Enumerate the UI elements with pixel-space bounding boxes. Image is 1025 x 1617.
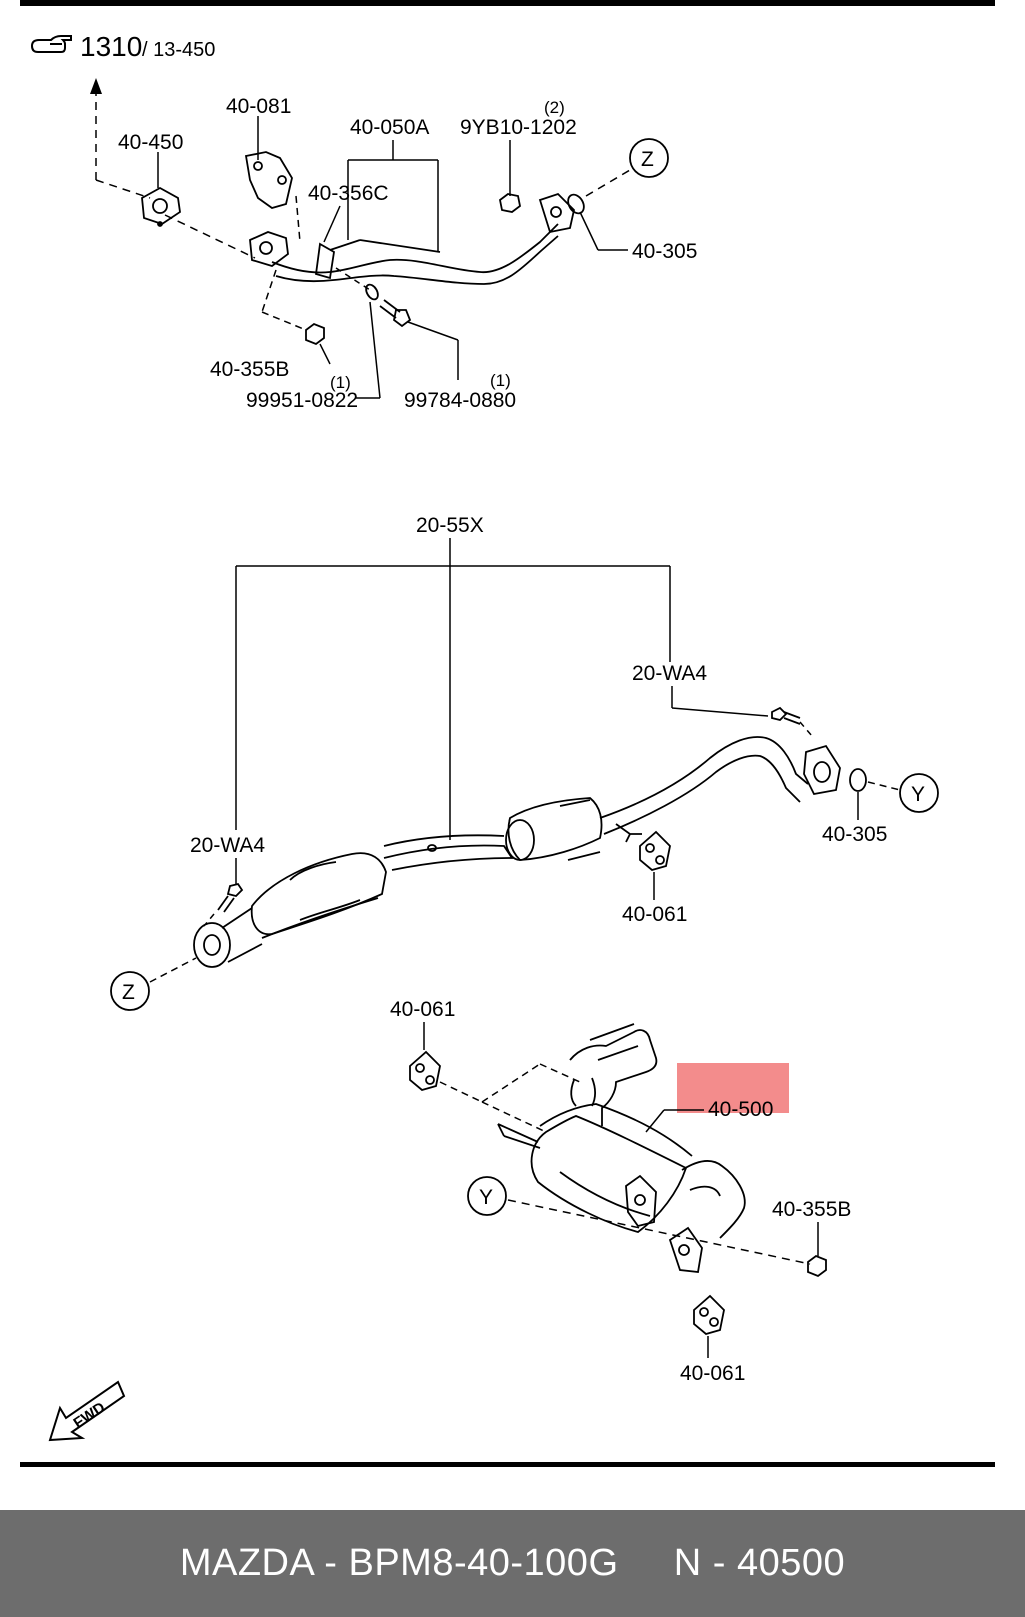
label-40-356c: 40-356C xyxy=(308,182,389,205)
bolt-99784-0880 xyxy=(379,299,412,328)
ref-circle-y-mid xyxy=(899,773,939,813)
hanger-40-061-top xyxy=(409,1050,441,1091)
gasket-40-305-mid xyxy=(849,768,867,792)
fwd-label: FWD xyxy=(70,1399,108,1432)
label-20-55x: 20-55X xyxy=(416,514,484,537)
middle-pipe-20-55x xyxy=(193,736,841,968)
label-40-061-bottom: 40-061 xyxy=(680,1362,745,1385)
label-40-450: 40-450 xyxy=(118,131,183,154)
hanger-leaders xyxy=(439,1063,581,1133)
bolt-20-wa4-right xyxy=(771,706,801,725)
hanger-40-061-mid xyxy=(639,830,671,871)
ref-circle-z-top xyxy=(629,138,669,178)
reference-leader xyxy=(90,78,256,259)
label-40-061-top: 40-061 xyxy=(390,998,455,1021)
washer-99951-0822 xyxy=(365,283,379,301)
reference-main: 1310 xyxy=(80,31,142,62)
label-40-355b-top: 40-355B xyxy=(210,358,289,381)
label-99784-0880: 99784-0880 xyxy=(404,389,516,412)
muffler-40-500 xyxy=(497,1023,746,1273)
ref-circle-z-mid xyxy=(110,971,150,1011)
ref-circle-z-top-label: Z xyxy=(641,148,654,171)
label-qty-1b: (1) xyxy=(490,371,511,390)
hanger-40-061-bottom xyxy=(693,1294,725,1335)
ref-circle-y-bottom xyxy=(467,1176,507,1216)
ref-circle-z-mid-label: Z xyxy=(122,981,135,1004)
exhaust-parts-diagram: 1310 / 13-450 40-450 40-081 40-050A xyxy=(20,0,995,1467)
label-40-500: 40-500 xyxy=(708,1098,773,1121)
top-border xyxy=(20,0,995,6)
ref-circle-y-mid-label: Y xyxy=(911,783,925,806)
bracket-40-081 xyxy=(244,151,293,209)
bottom-border xyxy=(20,1462,995,1467)
leader-40-050a xyxy=(347,140,439,252)
reference-sub: / 13-450 xyxy=(142,39,215,61)
label-9yb10-1202: 9YB10-1202 xyxy=(460,116,577,139)
footer-bar: MAZDA - BPM8-40-100G N - 40500 xyxy=(0,1510,1025,1617)
label-40-050a: 40-050A xyxy=(350,116,429,139)
nut-9yb10-1202 xyxy=(499,193,521,213)
nut-40-355b-top xyxy=(305,322,325,346)
ref-circle-y-bottom-label: Y xyxy=(479,1186,493,1209)
pointing-hand-icon xyxy=(30,35,72,53)
highlight-box xyxy=(677,1063,789,1113)
gasket-40-450 xyxy=(141,186,181,227)
label-40-305-top: 40-305 xyxy=(632,240,697,263)
gasket-40-305-top xyxy=(567,193,585,215)
label-40-355b-bottom: 40-355B xyxy=(772,1198,851,1221)
label-20-wa4-right: 20-WA4 xyxy=(632,662,707,685)
label-99951-0822: 99951-0822 xyxy=(246,389,358,412)
footer-part-number: MAZDA - BPM8-40-100G N - 40500 xyxy=(179,1542,846,1584)
label-40-081: 40-081 xyxy=(226,95,291,118)
label-qty-1a: (1) xyxy=(330,373,351,392)
label-20-wa4-left: 20-WA4 xyxy=(190,834,265,857)
nut-40-355b-bottom xyxy=(807,1254,827,1278)
front-pipe-40-050a xyxy=(249,192,575,285)
fwd-arrow-icon xyxy=(48,1380,126,1442)
label-qty-2: (2) xyxy=(544,98,565,117)
bolt-20-wa4-left xyxy=(217,882,244,913)
leader-20-55x xyxy=(235,538,671,840)
label-40-061-mid: 40-061 xyxy=(622,903,687,926)
reference-header: 1310 / 13-450 xyxy=(30,31,215,62)
label-40-305-mid: 40-305 xyxy=(822,823,887,846)
